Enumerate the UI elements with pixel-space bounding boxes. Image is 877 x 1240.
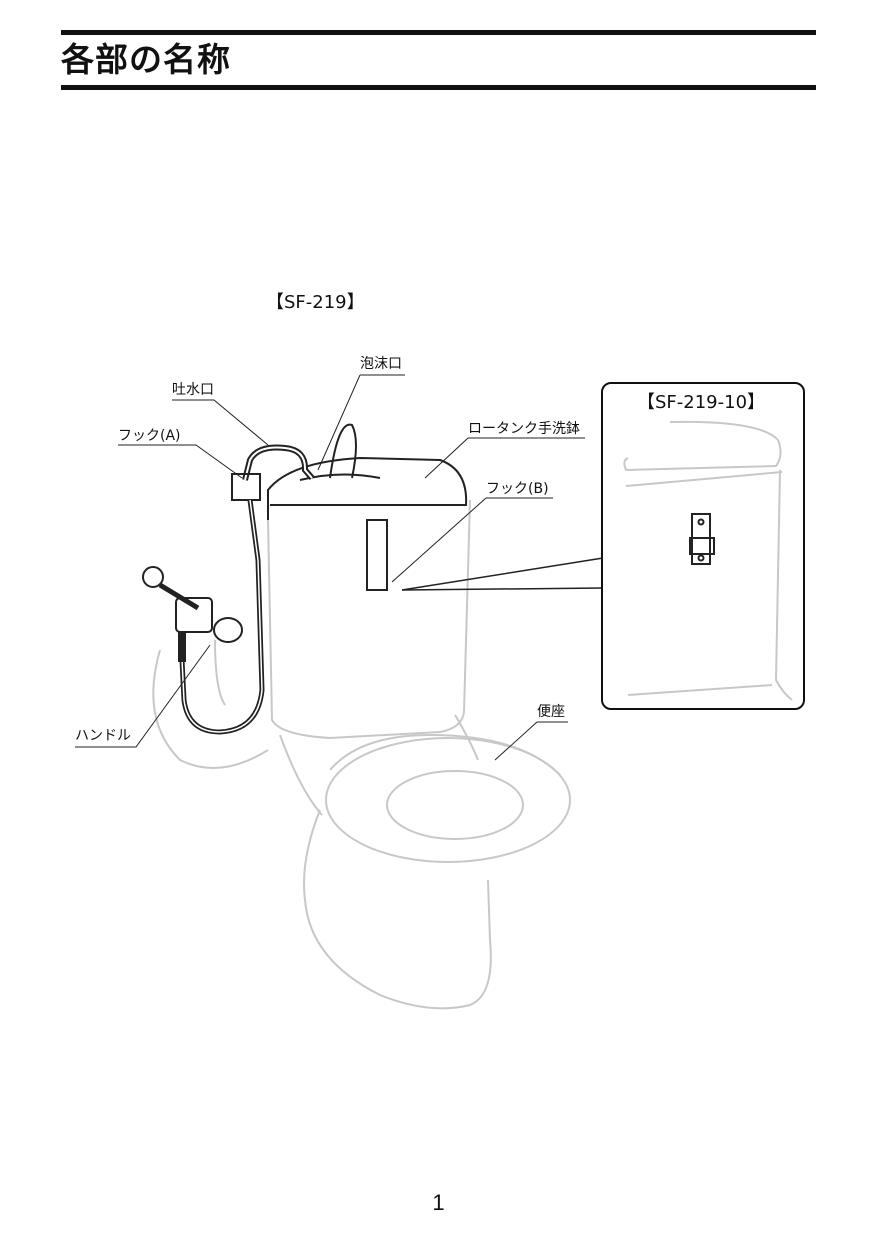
- inset-model-label: 【SF-219-10】: [637, 392, 766, 413]
- hook-a-bracket: [231, 473, 261, 501]
- inset-hook: [689, 513, 715, 565]
- spout-pipe-highlight: [244, 446, 313, 481]
- callout-toilet-seat: 便座: [537, 704, 565, 720]
- fixture-lines: [75, 374, 604, 761]
- callout-hook-a: フック(A): [118, 428, 181, 444]
- callout-low-tank-basin: ロータンク手洗鉢: [468, 421, 580, 437]
- inset-tank-lid: [623, 420, 782, 472]
- tank-lid: [267, 456, 468, 520]
- inset-tank: [623, 420, 793, 701]
- leader-spout: [172, 399, 269, 446]
- tank-body: [267, 499, 471, 740]
- leader-seat: [494, 721, 538, 761]
- inset-hook-tab: [689, 537, 715, 555]
- tank-neck-right: [454, 714, 479, 761]
- basin-rim: [299, 473, 381, 481]
- leader-hook-a: [118, 444, 243, 479]
- inset-tank-bottom: [627, 684, 773, 696]
- inset-frame: [601, 382, 805, 710]
- zoom-line-bottom: [401, 587, 604, 591]
- main-model-label: 【SF-219】: [266, 292, 365, 313]
- page-title: 各部の名称: [61, 40, 231, 79]
- supply-hose-outline: [152, 649, 269, 769]
- leader-hook-b: [391, 497, 487, 583]
- inset-hook-screw-bottom: [697, 554, 705, 562]
- toilet-outline: [152, 499, 571, 1010]
- title-rule-bottom: [61, 85, 816, 90]
- hand-shower-hose-highlight: [181, 499, 263, 733]
- zoom-line-top: [401, 557, 604, 591]
- leader-handle: [75, 644, 211, 748]
- callout-handle: ハンドル: [75, 728, 131, 744]
- callout-foam-outlet: 泡沫口: [360, 356, 402, 372]
- title-rule-top: [61, 30, 816, 35]
- callout-spout: 吐水口: [172, 382, 214, 398]
- tank-neck-left: [279, 734, 323, 816]
- leader-foam-outlet: [317, 374, 361, 471]
- valve-stem-outline: [214, 639, 226, 706]
- handle-knob: [213, 617, 243, 643]
- callout-hook-b: フック(B): [486, 481, 549, 497]
- spout-pipe: [242, 444, 315, 481]
- inset-hook-screw-top: [697, 518, 705, 526]
- valve-pipe: [158, 582, 200, 611]
- valve-body: [175, 597, 213, 633]
- inset-tank-side: [774, 469, 793, 701]
- page-number: 1: [432, 1190, 445, 1215]
- leader-basin: [424, 437, 469, 479]
- wall-flange: [142, 566, 164, 588]
- toilet-seat-outer: [325, 737, 571, 863]
- toilet-bowl-base: [303, 809, 492, 1010]
- basin-faucet: [329, 423, 357, 479]
- toilet-seat-inner: [386, 770, 524, 840]
- inset-tank-lid-edge: [625, 471, 783, 487]
- hook-b-bracket: [366, 519, 388, 591]
- toilet-seat-lid-edge: [329, 733, 561, 776]
